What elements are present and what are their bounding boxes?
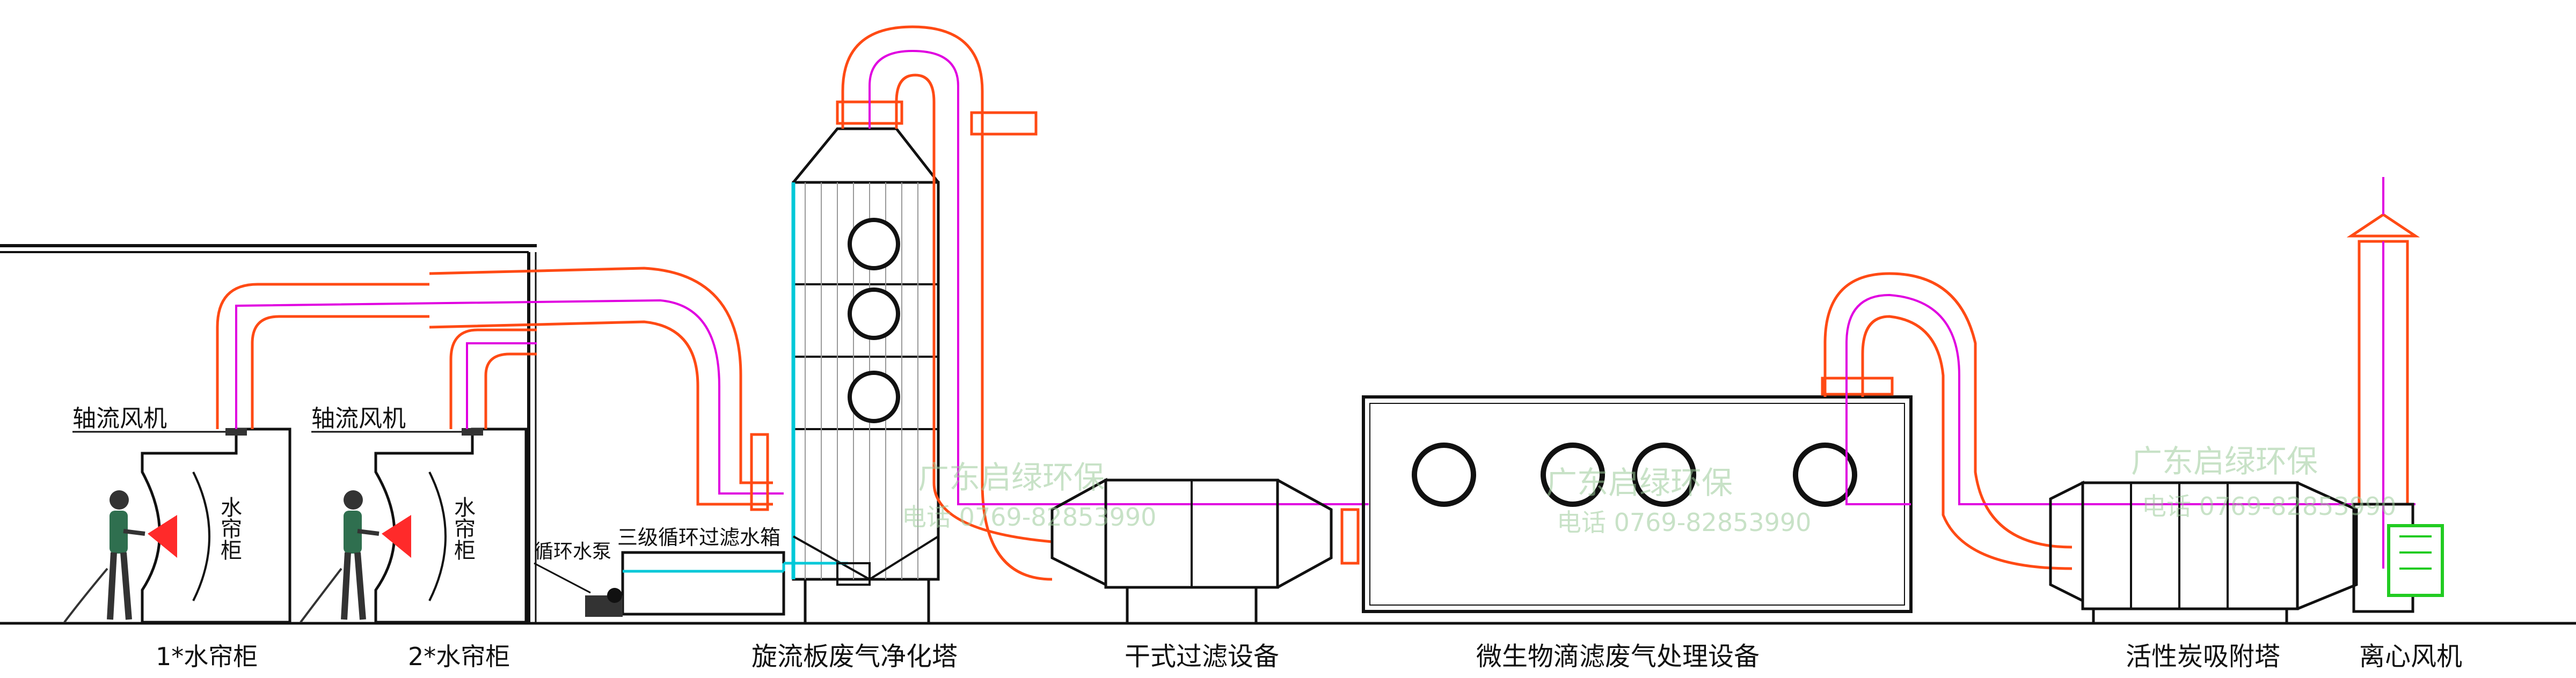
- water-curtain-label-1: 水帘柜: [217, 496, 242, 561]
- svg-text:电话 0769-82853990: 电话 0769-82853990: [902, 503, 1156, 532]
- axial-fan-2: [462, 428, 483, 436]
- label-booth-2: 2*水帘柜: [408, 642, 510, 671]
- svg-text:循环水泵: 循环水泵: [534, 541, 611, 563]
- label-bio-filter: 微生物滴滤废气处理设备: [1476, 642, 1760, 672]
- svg-text:电话 0769-82853990: 电话 0769-82853990: [1557, 508, 1811, 537]
- watermark-3: 广东启绿环保 电话 0769-82853990: [2131, 443, 2396, 521]
- label-cyclone-tower: 旋流板废气净化塔: [751, 642, 958, 672]
- callout-axial-fan-2: 轴流风机: [311, 405, 462, 433]
- water-curtain-label-2: 水帘柜: [450, 496, 476, 561]
- circulating-pump: [585, 588, 623, 617]
- callout-axial-fan-1: 轴流风机: [72, 405, 225, 433]
- watermark-1: 广东启绿环保 电话 0769-82853990: [902, 459, 1156, 532]
- dry-filter-unit: [1050, 477, 1360, 622]
- callout-pump: 循环水泵: [534, 541, 611, 594]
- svg-text:广东启绿环保: 广东启绿环保: [2131, 443, 2318, 480]
- flange-duct-1: [750, 433, 769, 511]
- worker-1: [63, 490, 177, 623]
- label-dry-filter: 干式过滤设备: [1125, 642, 1279, 672]
- water-tank: [621, 551, 871, 616]
- flow-path-1: [235, 299, 784, 495]
- svg-text:三级循环过滤水箱: 三级循环过滤水箱: [617, 526, 780, 549]
- svg-text:轴流风机: 轴流风机: [311, 405, 406, 432]
- label-centrifugal-fan: 离心风机: [2359, 642, 2462, 672]
- svg-text:轴流风机: 轴流风机: [72, 405, 167, 432]
- water-curtain-booth-2: 水帘柜: [374, 428, 528, 624]
- workshop-building: [0, 244, 537, 623]
- centrifugal-fan-and-stack: [2346, 177, 2444, 613]
- label-booth-1: 1*水帘柜: [156, 642, 258, 671]
- bio-trickling-filter-unit: [1362, 395, 1913, 613]
- svg-text:广东启绿环保: 广东启绿环保: [918, 459, 1105, 496]
- label-carbon-tower: 活性炭吸附塔: [2126, 642, 2280, 672]
- watermark-2: 广东启绿环保 电话 0769-82853990: [1546, 465, 1811, 537]
- activated-carbon-tower: [2049, 480, 2358, 622]
- worker-2: [300, 490, 411, 623]
- axial-fan-1: [225, 428, 247, 436]
- water-curtain-booth-1: 水帘柜: [141, 428, 291, 624]
- exhaust-duct-1: [216, 267, 773, 506]
- exhaust-duct-3: [1821, 272, 2073, 570]
- flow-path-2: [869, 49, 1369, 505]
- flow-path-3: [1845, 293, 2416, 505]
- svg-text:电话 0769-82853990: 电话 0769-82853990: [2142, 492, 2396, 521]
- svg-text:广东启绿环保: 广东启绿环保: [1546, 465, 1733, 501]
- callout-water-tank: 三级循环过滤水箱: [617, 526, 780, 549]
- cyclone-plate-tower: [791, 127, 940, 622]
